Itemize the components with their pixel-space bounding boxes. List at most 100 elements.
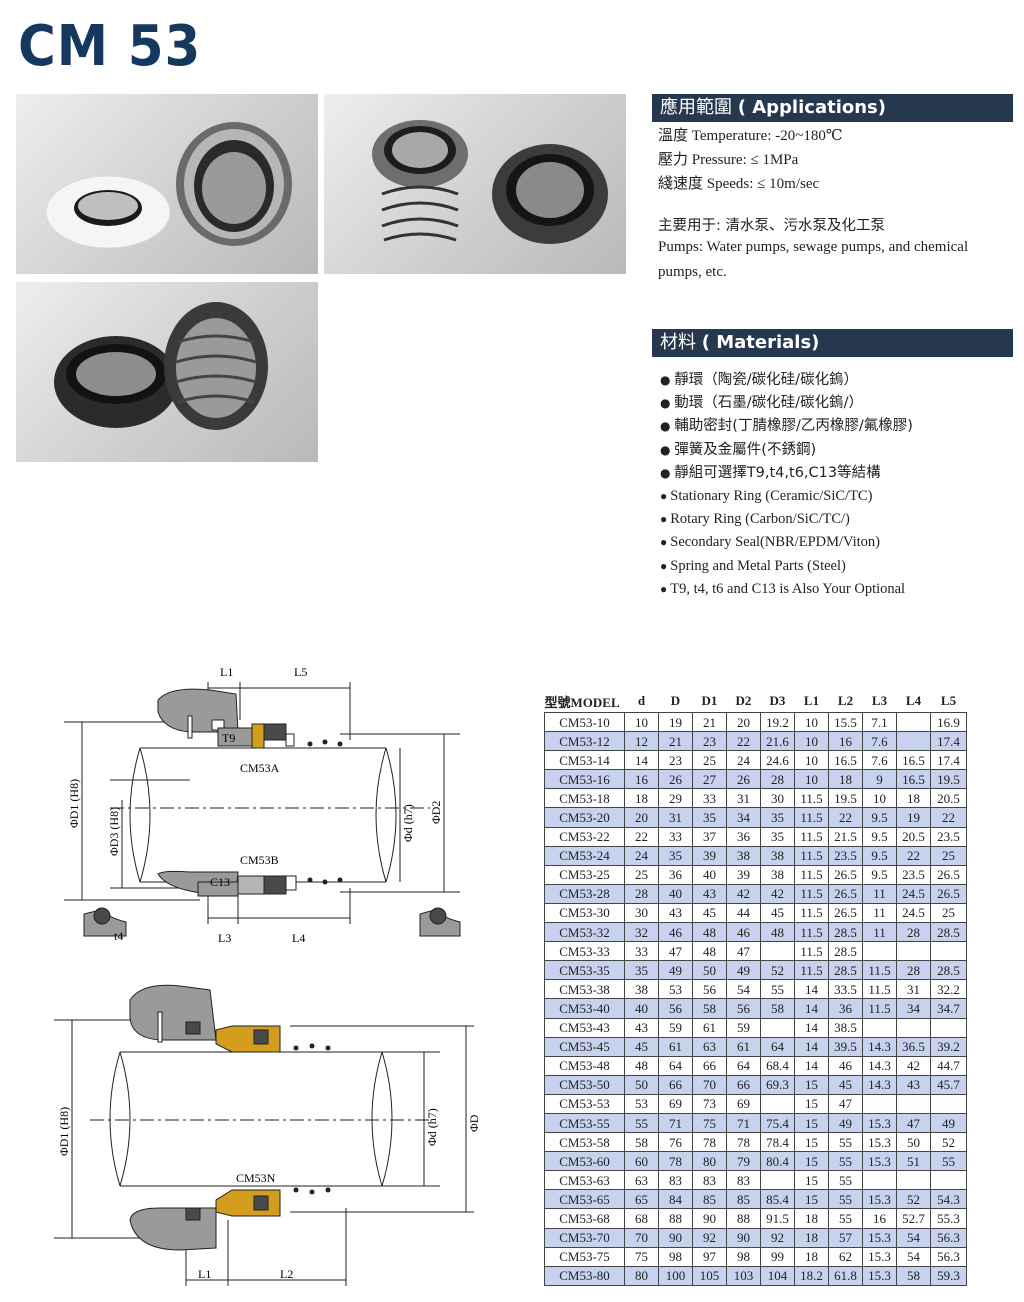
table-cell: 39.2 — [930, 1036, 967, 1057]
table-cell: 32.2 — [930, 979, 967, 1000]
photo-seal-black-ring — [16, 282, 318, 462]
table-cell: 57 — [828, 1227, 863, 1248]
table-cell: 38.5 — [828, 1017, 863, 1038]
table-cell: 10 — [794, 750, 829, 771]
label-t4: t4 — [114, 929, 123, 943]
table-cell: 10 — [624, 711, 659, 733]
table-cell: CM53-43 — [544, 1017, 625, 1038]
table-cell: 83 — [658, 1170, 693, 1191]
table-cell: 14.3 — [862, 1074, 897, 1095]
table-cell: CM53-28 — [544, 883, 625, 904]
list-item: Rotary Ring (Carbon/SiC/TC/) — [660, 508, 913, 531]
table-cell: 11.5 — [794, 845, 829, 866]
table-cell: 34 — [896, 998, 931, 1019]
table-cell: 39 — [692, 845, 727, 866]
table-cell: 64 — [658, 1055, 693, 1076]
table-cell: 23 — [692, 731, 727, 752]
table-cell: CM53-12 — [544, 731, 625, 752]
table-cell — [896, 1170, 931, 1191]
table-cell: 48 — [692, 922, 727, 943]
table-cell: 100 — [658, 1265, 693, 1286]
table-cell: 16 — [862, 1208, 897, 1229]
table-cell: 24 — [624, 845, 659, 866]
table-cell: 14 — [794, 979, 829, 1000]
table-cell: 14 — [794, 998, 829, 1019]
table-cell: 24 — [726, 750, 761, 771]
table-cell: 52 — [930, 1132, 967, 1153]
table-cell: 73 — [692, 1093, 727, 1114]
table-cell — [862, 1017, 897, 1038]
table-cell: 25 — [930, 845, 967, 866]
table-cell: 11.5 — [794, 788, 829, 809]
table-cell: 49 — [726, 960, 761, 981]
table-cell: 42 — [896, 1055, 931, 1076]
table-cell: 68.4 — [760, 1055, 795, 1076]
table-cell: 49 — [658, 960, 693, 981]
label-cm53n: CM53N — [236, 1171, 276, 1185]
table-cell: 12 — [624, 731, 659, 752]
label-l2: L2 — [280, 1267, 293, 1281]
table-cell: 26 — [658, 769, 693, 790]
table-cell: 36.5 — [896, 1036, 931, 1057]
table-cell: 80.4 — [760, 1151, 795, 1172]
table-cell: CM53-58 — [544, 1132, 625, 1153]
table-cell: 56 — [658, 998, 693, 1019]
table-cell: 7.1 — [862, 711, 897, 733]
col-L1: L1 — [803, 693, 820, 708]
table-cell: 80 — [624, 1265, 659, 1286]
table-cell — [896, 1093, 931, 1114]
table-cell: 19 — [658, 711, 693, 733]
col-D1: D1 — [701, 693, 718, 708]
label-d: ΦD — [467, 1114, 481, 1132]
table-cell: 42 — [726, 883, 761, 904]
table-cell: CM53-70 — [544, 1227, 625, 1248]
list-item: T9, t4, t6 and C13 is Also Your Optional — [660, 578, 913, 601]
table-cell: CM53-18 — [544, 788, 625, 809]
table-cell: 64 — [726, 1055, 761, 1076]
table-cell: CM53-68 — [544, 1208, 625, 1229]
table-cell: 14 — [624, 750, 659, 771]
table-cell: 22 — [828, 807, 863, 828]
table-cell: 11.5 — [794, 941, 829, 962]
table-cell: 64 — [760, 1036, 795, 1057]
table-cell: 36 — [828, 998, 863, 1019]
table-cell: 22 — [930, 807, 967, 828]
table-cell: 9.5 — [862, 845, 897, 866]
label-d1-h8-bottom: ΦD1 (H8) — [57, 1107, 71, 1156]
table-cell: 26.5 — [930, 883, 967, 904]
table-cell: 44.7 — [930, 1055, 967, 1076]
table-cell: 19.5 — [828, 788, 863, 809]
table-cell: 69 — [726, 1093, 761, 1114]
table-cell: 23 — [658, 750, 693, 771]
table-cell: 62 — [828, 1246, 863, 1267]
table-cell: 70 — [692, 1074, 727, 1095]
table-cell: 47 — [896, 1112, 931, 1134]
table-cell: 68 — [624, 1208, 659, 1229]
table-cell: 11.5 — [794, 864, 829, 885]
table-cell: 25 — [930, 902, 967, 924]
table-cell: 10 — [794, 711, 829, 733]
table-cell: CM53-20 — [544, 807, 625, 828]
table-cell: 83 — [692, 1170, 727, 1191]
table-cell: 38 — [624, 979, 659, 1000]
table-cell: 10 — [794, 731, 829, 752]
table-cell: 9.5 — [862, 826, 897, 847]
table-cell: 40 — [624, 998, 659, 1019]
table-cell: 26.5 — [828, 902, 863, 924]
label-c13: C13 — [210, 875, 230, 889]
label-cm53a: CM53A — [240, 761, 280, 775]
label-d2: ΦD2 — [429, 801, 443, 824]
table-cell: 26.5 — [828, 864, 863, 885]
table-cell: 28.5 — [828, 960, 863, 981]
table-cell: 26.5 — [828, 883, 863, 904]
table-cell: 11.5 — [862, 960, 897, 981]
table-cell: 53 — [658, 979, 693, 1000]
table-cell: 18 — [624, 788, 659, 809]
table-cell — [930, 941, 967, 962]
